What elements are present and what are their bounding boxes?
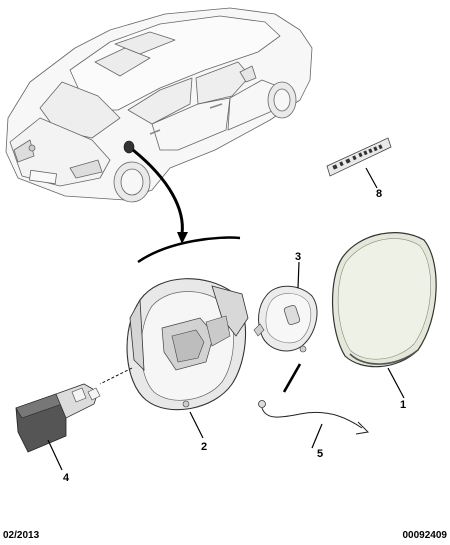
callout-2: 2 bbox=[201, 441, 208, 453]
part-1-fuel-flap bbox=[331, 232, 437, 368]
callout-4: 4 bbox=[63, 472, 70, 484]
part-8-label-sticker bbox=[326, 137, 392, 177]
zoom-connector-line bbox=[132, 148, 184, 235]
part-3-fuel-cap bbox=[253, 285, 318, 353]
callout-5: 5 bbox=[317, 448, 324, 460]
car-illustration bbox=[5, 7, 313, 203]
leader-line-4 bbox=[47, 439, 63, 471]
footer-date: 02/2013 bbox=[3, 530, 40, 541]
callout-8: 8 bbox=[376, 188, 383, 200]
leader-line-8 bbox=[365, 167, 378, 189]
zoom-arc bbox=[137, 236, 241, 264]
cap-tether-stroke bbox=[282, 363, 302, 393]
leader-line-1 bbox=[387, 367, 405, 399]
callout-3: 3 bbox=[295, 251, 302, 263]
part-4-actuator bbox=[15, 383, 101, 453]
leader-line-5 bbox=[311, 423, 323, 449]
leader-line-2 bbox=[189, 411, 204, 439]
callout-1: 1 bbox=[400, 399, 407, 411]
assembly-dashed-line bbox=[99, 367, 133, 385]
zoom-arrowhead bbox=[177, 232, 188, 244]
fuel-flap-location-marker bbox=[123, 140, 135, 154]
part-2-filler-housing bbox=[126, 278, 249, 411]
footer-reference: 00092409 bbox=[402, 530, 448, 541]
leader-line-3 bbox=[297, 261, 300, 289]
part-5-release-cable bbox=[258, 400, 370, 435]
